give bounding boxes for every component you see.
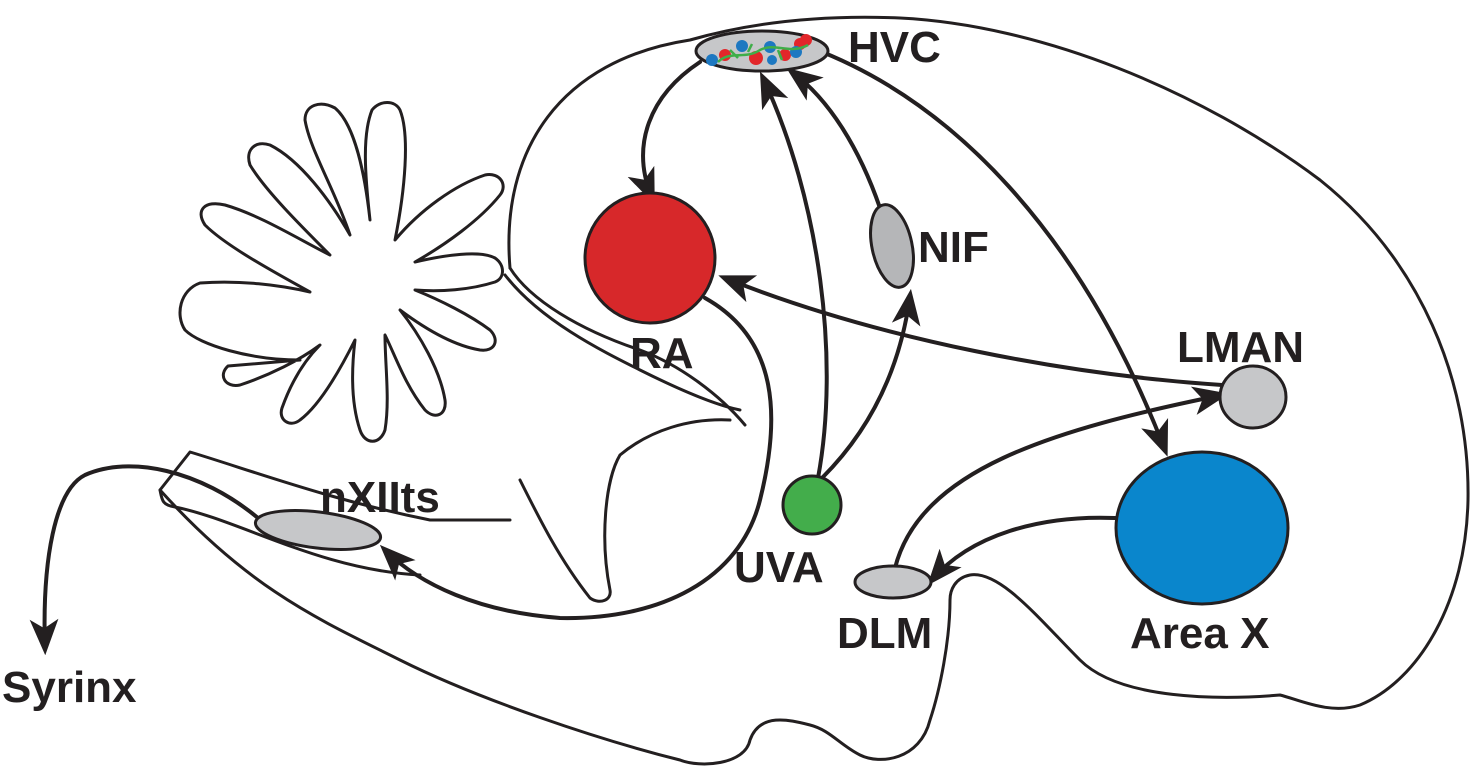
dlm-label: DLM: [837, 609, 932, 658]
nif-nucleus: [869, 203, 915, 289]
areax-label: Area X: [1130, 609, 1269, 658]
lman-label: LMAN: [1177, 323, 1304, 372]
brain-outline: [158, 15, 1470, 766]
ra-to-nxiits-pathway: [379, 296, 774, 621]
hvc-nucleus: [694, 29, 830, 73]
cerebellum-outline: [178, 101, 505, 443]
brainstem-outline: [158, 266, 747, 577]
areax-to-dlm-pathway: [927, 515, 1117, 586]
nif-to-hvc-pathway: [786, 67, 882, 210]
hvc-label: HVC: [848, 23, 941, 72]
hvc-to-ra-pathway: [627, 60, 702, 205]
nxiits-label: nXIIts: [320, 473, 440, 522]
ra-label: RA: [630, 329, 694, 378]
dlm-to-lman-pathway: [893, 386, 1230, 570]
uva-nucleus: [781, 474, 843, 536]
areax-nucleus: [1114, 450, 1290, 606]
ra-nucleus: [583, 191, 717, 325]
uva-to-hvc-pathway: [759, 71, 829, 480]
lman-nucleus: [1218, 364, 1288, 430]
lman-to-ra-pathway: [718, 275, 1224, 387]
syrinx-label: Syrinx: [2, 663, 137, 712]
brainstem-inner: [503, 273, 742, 603]
uva-to-nif-pathway: [820, 288, 921, 480]
nif-label: NIF: [918, 223, 989, 272]
nxiits-to-syrinx-pathway: [29, 464, 260, 656]
uva-label: UVA: [734, 543, 824, 592]
dlm-nucleus: [853, 564, 933, 600]
hvc-to-areax-pathway: [810, 46, 1169, 457]
hvc-cell-dots: [706, 34, 812, 66]
nxiits-nucleus: [253, 509, 383, 551]
